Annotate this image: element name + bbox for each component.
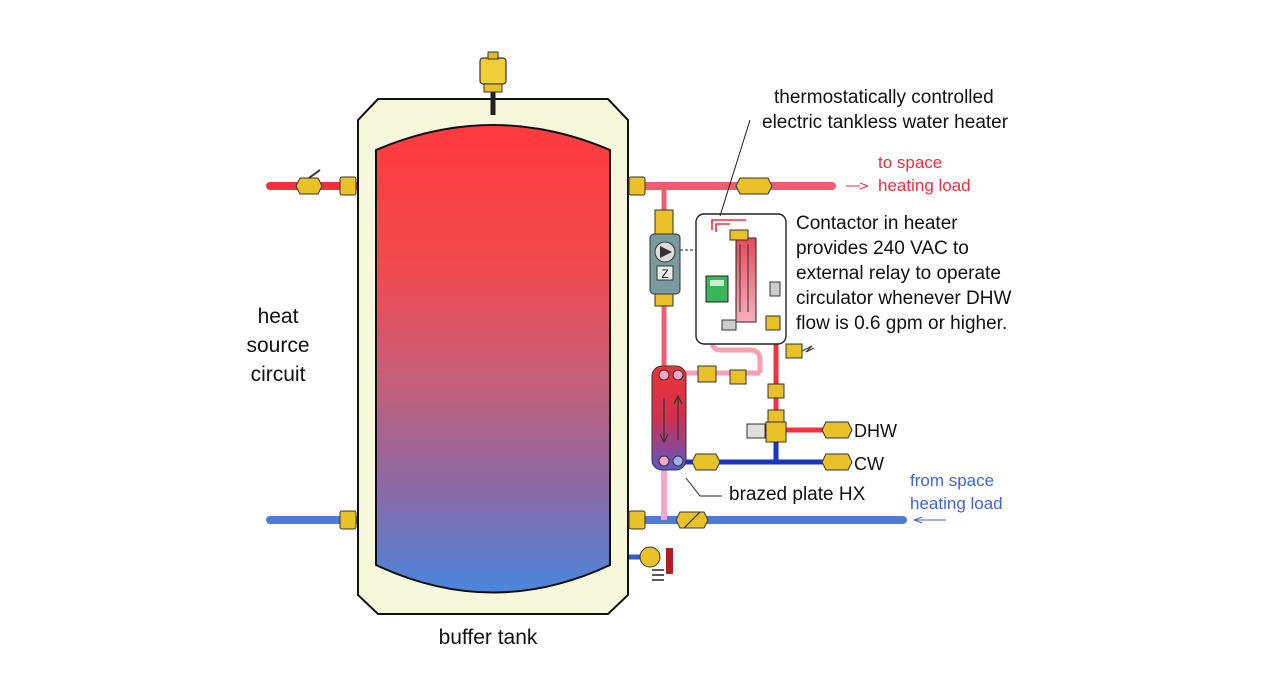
heat-source-label-line3: circuit bbox=[251, 363, 306, 386]
buffer-tank-label: buffer tank bbox=[439, 626, 538, 649]
air-vent-icon bbox=[479, 51, 507, 93]
tankless-heater bbox=[695, 213, 787, 345]
to-load-label-line2: heating load bbox=[878, 176, 971, 195]
mixing-valve-icon bbox=[697, 365, 787, 443]
brazed-hx-label: brazed plate HX bbox=[729, 484, 866, 505]
ball-valve-icon bbox=[691, 421, 853, 471]
buffer-tank bbox=[357, 80, 629, 615]
contactor-note-line5: flow is 0.6 gpm or higher. bbox=[796, 313, 1007, 334]
check-valve-icon bbox=[675, 511, 709, 529]
contactor-note-line2: provides 240 VAC to bbox=[796, 238, 969, 259]
contactor-note-line3: external relay to operate bbox=[796, 263, 1001, 284]
svg-text:Z: Z bbox=[661, 267, 668, 281]
leader-lines bbox=[685, 119, 946, 524]
plate-heat-exchanger-icon bbox=[651, 365, 687, 471]
relief-valve-icon bbox=[785, 343, 815, 359]
from-load-label-line1: from space bbox=[910, 471, 994, 490]
to-load-label-line1: to space bbox=[878, 153, 942, 172]
heater-label-line1: thermostatically controlled bbox=[774, 87, 994, 108]
cw-label: CW bbox=[854, 454, 884, 474]
heat-source-label-line1: heat bbox=[258, 305, 299, 328]
dhw-label: DHW bbox=[854, 421, 897, 441]
drain-valve-icon bbox=[639, 546, 673, 581]
heat-source-label-line2: source bbox=[246, 334, 309, 357]
heater-label-line2: electric tankless water heater bbox=[762, 112, 1009, 133]
union-fitting-icon bbox=[339, 176, 646, 530]
contactor-note-line1: Contactor in heater bbox=[796, 213, 958, 234]
contactor-note-line4: circulator whenever DHW bbox=[796, 288, 1011, 309]
from-load-label-line2: heating load bbox=[910, 494, 1003, 513]
circulator-pump-icon: Z bbox=[649, 209, 740, 307]
ball-valve-icon bbox=[295, 169, 773, 195]
